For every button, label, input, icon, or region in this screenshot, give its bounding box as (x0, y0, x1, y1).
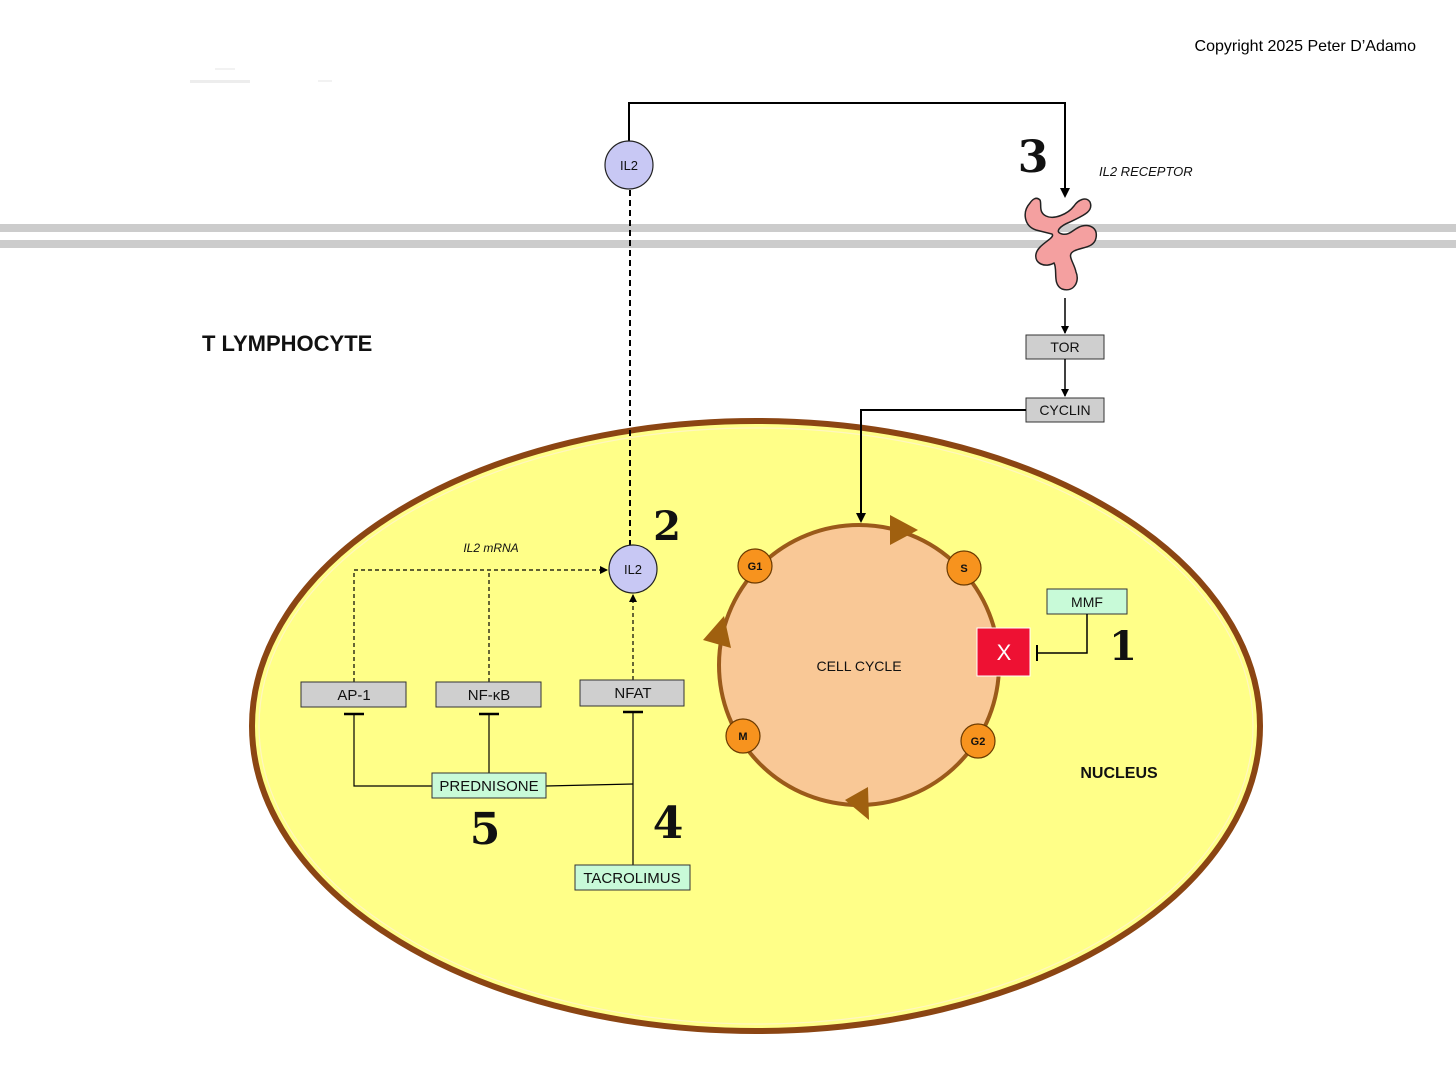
cell-cycle-label: CELL CYCLE (816, 658, 901, 674)
il2-outside-node: IL2 (604, 140, 654, 190)
cyclin-to-cycle-arrow (856, 409, 1026, 523)
cycle-arrow-left (703, 616, 731, 648)
prednisone-to-nfat-line (545, 783, 634, 787)
nfat-box (579, 679, 685, 707)
cell-membrane-outer (0, 224, 1456, 232)
phase-g2: G2 (960, 723, 996, 759)
ap1-box (300, 681, 407, 708)
receptor-label: IL2 RECEPTOR (1099, 164, 1193, 179)
tor-label: TOR (1050, 339, 1079, 355)
phase-m: M (725, 718, 761, 754)
phase-m-label: M (738, 731, 747, 743)
prednisone-to-ap1-line (353, 714, 432, 787)
il2-to-receptor-arrow (628, 102, 1070, 198)
mmf-label: MMF (1071, 594, 1103, 610)
nucleus-label: NUCLEUS (1080, 765, 1158, 782)
prednisone-box (431, 772, 547, 799)
step-3-label: 3 (1018, 132, 1049, 183)
nfat-label: NFAT (614, 685, 651, 702)
tacrolimus-label: TACROLIMUS (583, 870, 680, 887)
mmf-box (1046, 588, 1128, 615)
cell-membrane-inner (0, 240, 1456, 248)
cyclin-box (1025, 397, 1105, 423)
cell-label: T LYMPHOCYTE (202, 331, 372, 356)
cycle-arrow-top (890, 515, 918, 545)
nfkb-label: NF-κB (468, 687, 511, 704)
phase-s-label: S (960, 563, 967, 575)
prednisone-label: PREDNISONE (439, 778, 538, 795)
il2-inside-node: IL2 (608, 544, 658, 594)
block-x-mark: X (997, 640, 1012, 665)
ap1-label: AP-1 (337, 687, 370, 704)
il2-outside-label: IL2 (620, 158, 638, 173)
phase-g1-label: G1 (748, 561, 763, 573)
nucleus-inner-ring (258, 427, 1254, 1025)
cycle-arrow-bottom (845, 787, 869, 820)
phase-g1: G1 (737, 548, 773, 584)
mrna-label: IL2 mRNA (463, 541, 518, 555)
faint-smudge (190, 68, 332, 83)
cyclin-label: CYCLIN (1039, 402, 1090, 418)
tor-box (1025, 334, 1105, 360)
nfkb-box (435, 681, 542, 708)
il2-inside-label: IL2 (624, 562, 642, 577)
phase-g2-label: G2 (971, 736, 986, 748)
block-x-box (976, 627, 1031, 677)
step-1-label: 1 (1109, 623, 1137, 670)
step-2-label: 2 (653, 503, 681, 550)
step-4-label: 4 (653, 798, 684, 849)
copyright-text: Copyright 2025 Peter D’Adamo (1195, 38, 1417, 55)
tacrolimus-box (574, 864, 691, 891)
ap1-to-il2-dashed (353, 566, 608, 682)
phase-s: S (946, 550, 982, 586)
mmf-inhibition-line (1037, 614, 1088, 654)
step-5-label: 5 (470, 804, 501, 855)
il2-receptor-icon (1024, 197, 1098, 291)
